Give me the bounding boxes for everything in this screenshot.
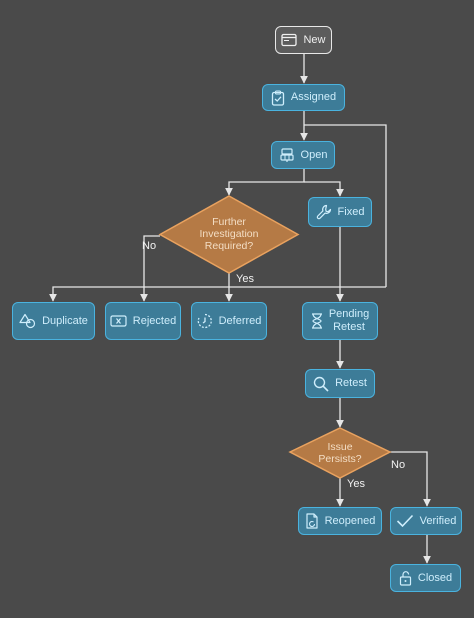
node-retest: Retest [305, 369, 375, 398]
edge-investigation-no [140, 235, 160, 302]
wrench-icon [316, 204, 331, 220]
unlock-icon [399, 571, 411, 586]
edge-to-duplicate [49, 286, 386, 302]
edge-label-investigation-yes: Yes [236, 273, 254, 285]
node-closed-label: Closed [417, 571, 453, 584]
edge-loop-to-open [304, 124, 387, 287]
decision-investigation-line3: Required? [204, 240, 254, 252]
decision-persists-line2: Persists? [318, 453, 362, 465]
node-rejected: Rejected [105, 302, 181, 340]
edge-label-investigation-no: No [142, 240, 157, 252]
clipboard-check-icon [271, 89, 285, 106]
node-pending-retest-text: Pending Retest [329, 308, 369, 334]
decision-investigation-line2: Investigation [199, 228, 259, 240]
node-verified-label: Verified [419, 514, 457, 527]
hourglass-icon [311, 313, 322, 329]
node-closed: Closed [390, 564, 461, 592]
node-pending-retest-line2: Retest [333, 321, 365, 333]
bug-icon [279, 148, 294, 162]
node-fixed-label: Fixed [337, 205, 365, 218]
node-verified: Verified [390, 507, 462, 535]
node-duplicate: Duplicate [12, 302, 95, 340]
node-open: Open [271, 141, 335, 169]
deferred-clock-icon [197, 313, 212, 329]
reopen-document-icon [306, 513, 318, 529]
node-fixed: Fixed [308, 197, 372, 227]
node-open-label: Open [300, 148, 328, 161]
edge-open-fixed [304, 181, 344, 197]
decision-persists-shape [288, 427, 392, 479]
shapes-icon [19, 313, 36, 329]
decision-investigation-line1: Further [212, 216, 246, 228]
node-reopened: Reopened [298, 507, 382, 535]
node-pending-retest-line1: Pending [328, 308, 370, 320]
edge-label-persists-yes: Yes [347, 478, 365, 490]
node-retest-label: Retest [335, 377, 367, 389]
node-reopened-label: Reopened [324, 514, 376, 527]
node-deferred-label: Deferred [218, 314, 262, 327]
node-rejected-label: Rejected [132, 314, 177, 327]
edge-label-persists-no: No [391, 459, 406, 471]
decision-investigation: Further Investigation Required? [180, 212, 278, 256]
node-new: New [275, 26, 332, 54]
node-assigned: Assigned [262, 84, 345, 111]
node-duplicate-label: Duplicate [42, 314, 88, 327]
decision-persists: Issue Persists? [305, 440, 375, 466]
checkmark-icon [396, 514, 413, 528]
window-icon [281, 33, 298, 47]
rejected-icon [110, 315, 127, 327]
node-deferred: Deferred [191, 302, 267, 340]
decision-investigation-shape [158, 195, 300, 274]
node-assigned-label: Assigned [290, 91, 337, 103]
node-pending-retest: Pending Retest [302, 302, 378, 340]
edge-persists-no [390, 451, 431, 507]
magnifier-icon [313, 376, 329, 392]
edge-open-investigation [225, 169, 305, 196]
decision-persists-line1: Issue [327, 441, 353, 453]
node-new-label: New [303, 33, 326, 46]
